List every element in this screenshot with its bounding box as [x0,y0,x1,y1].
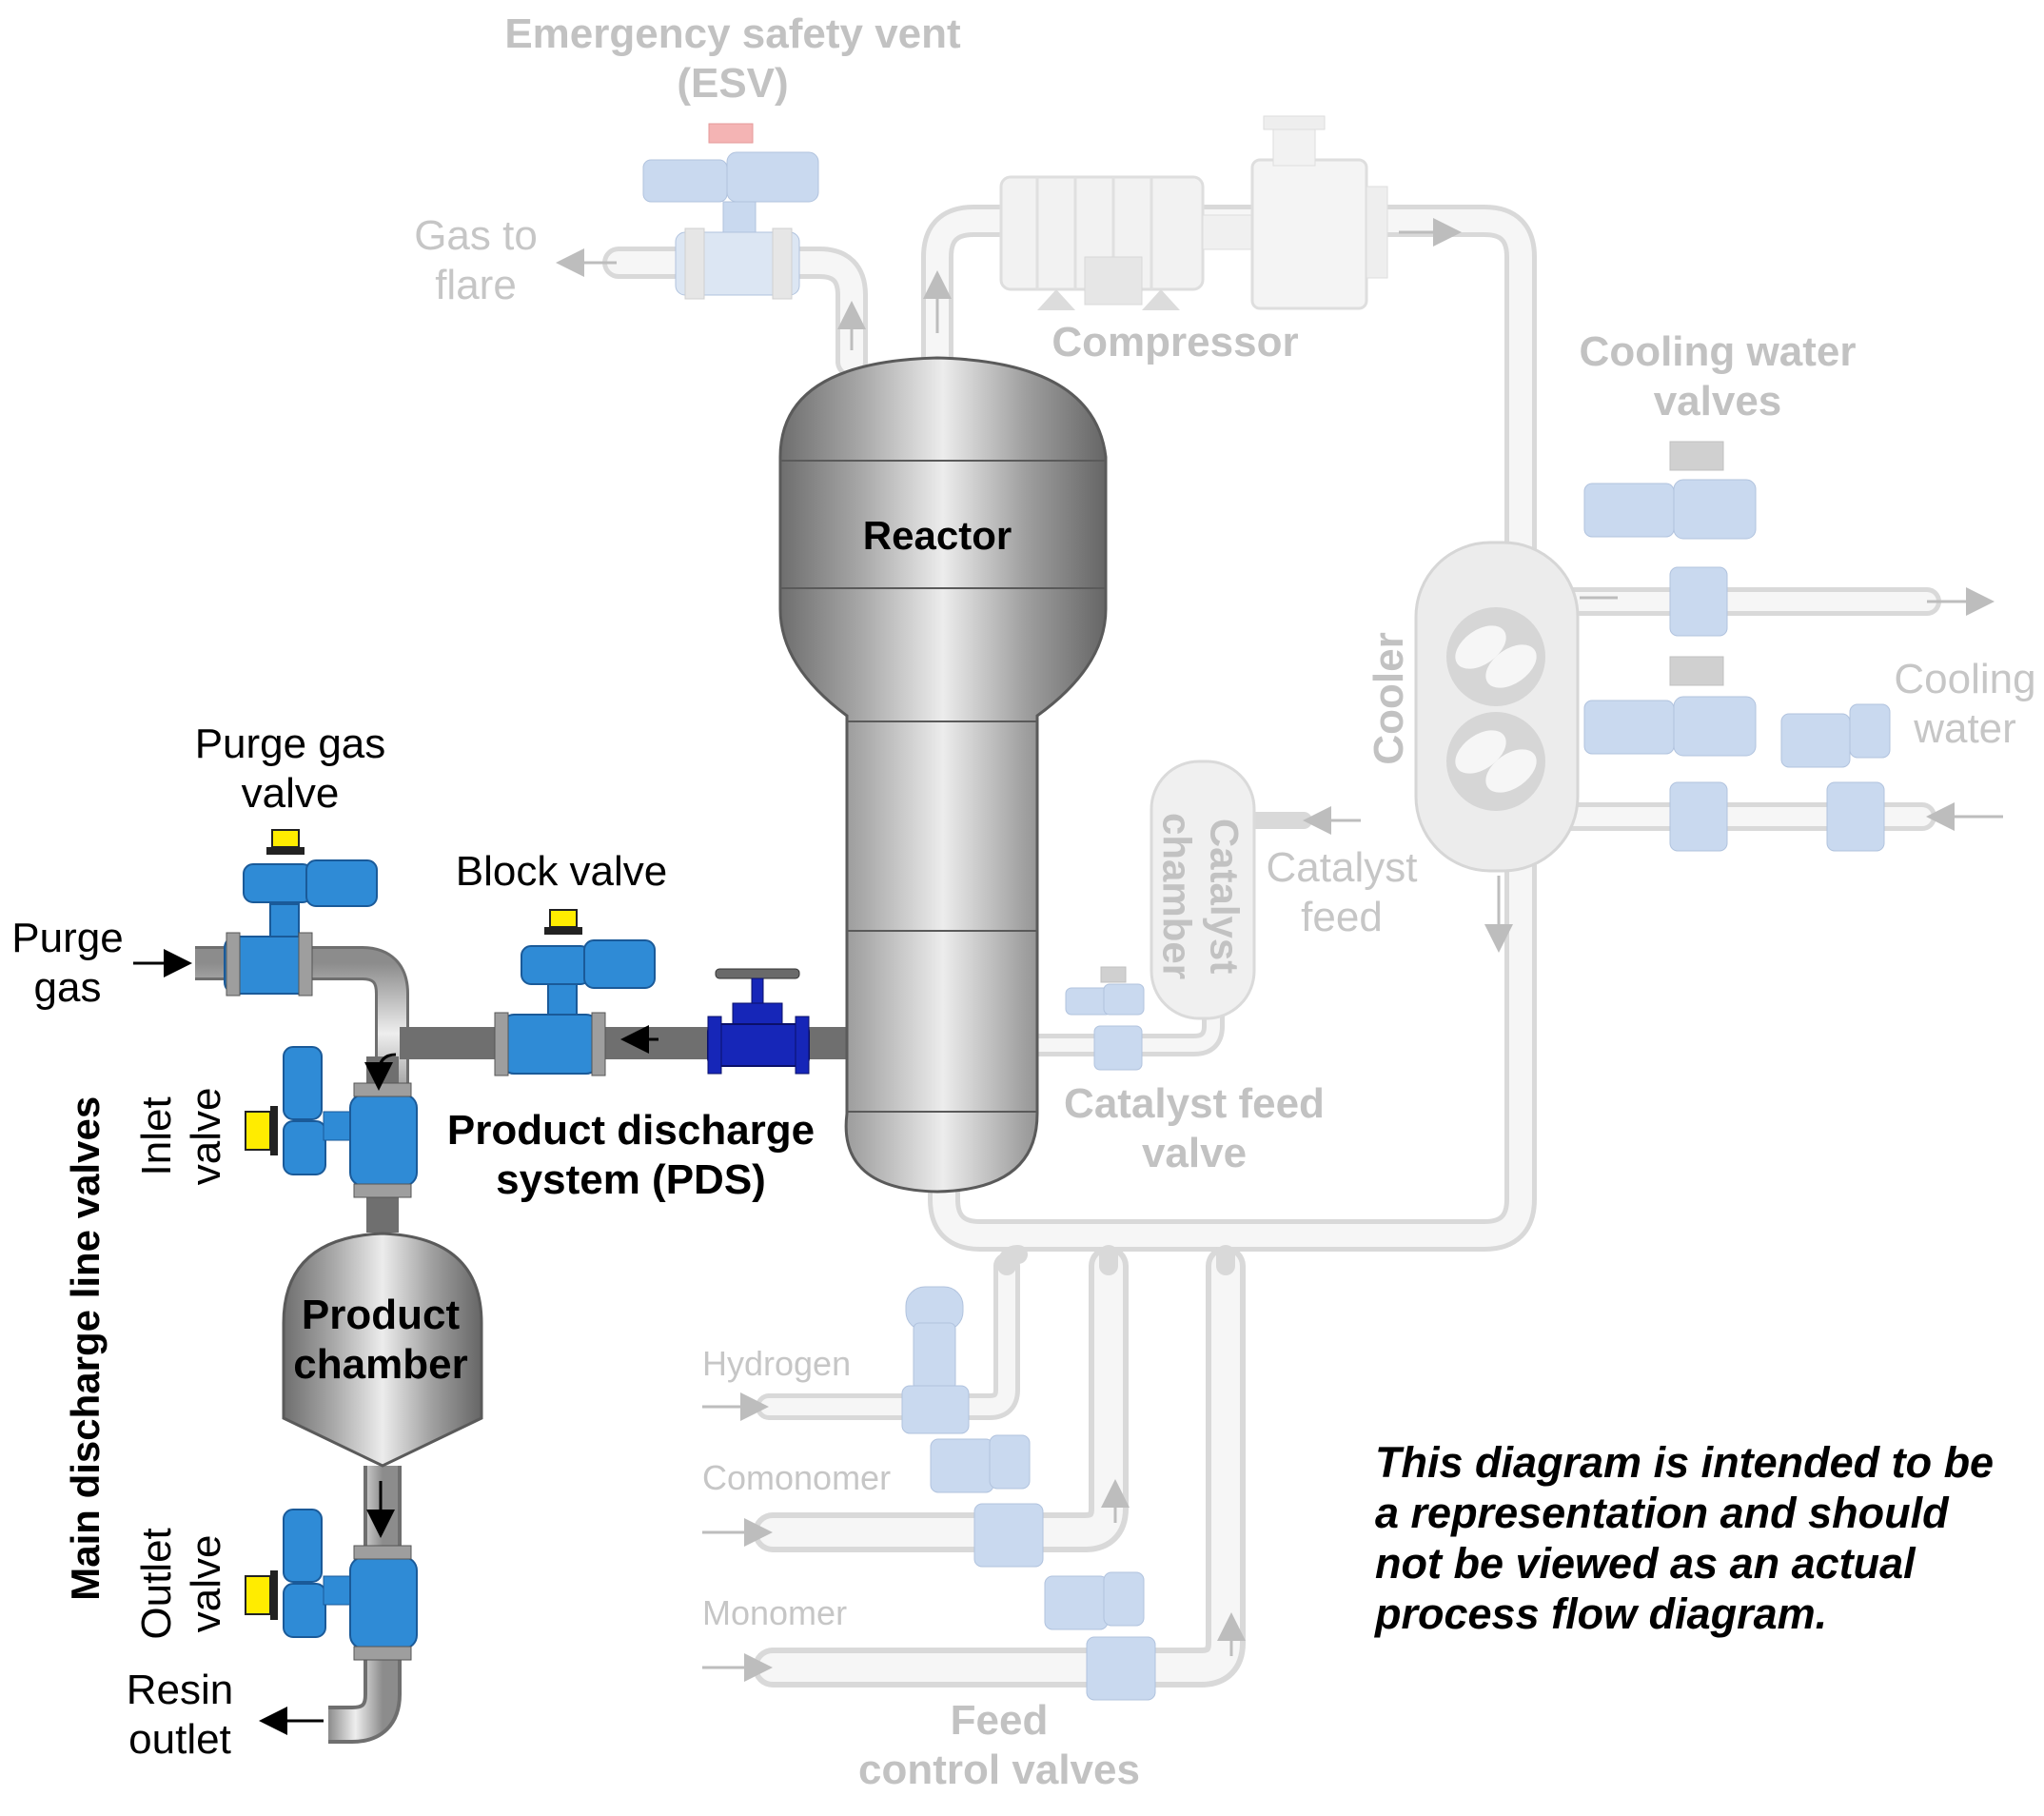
esv-label: Emergency safety vent (ESV) [481,10,985,109]
reactor [778,356,1108,1194]
feed-control-valves-label: Feed control valves [837,1696,1161,1795]
feed-control-valves-line1: Feed [950,1697,1049,1744]
purge-gas-line1: Purge [11,915,124,961]
outlet-valve[interactable] [245,1509,418,1661]
cooling-water-valves-line1: Cooling water [1579,328,1857,375]
purge-gas-label: Purge gas [0,914,135,1013]
cooler-label: Cooler [1366,632,1413,765]
catalyst-feed-valve-label: Catalyst feed valve [1037,1079,1351,1178]
disclaimer-note: This diagram is intended to be a represe… [1375,1437,2032,1639]
block-valve-label: Block valve [455,848,668,895]
purge-gas-line2: gas [33,963,102,1011]
catalyst-chamber [1150,760,1256,1020]
catalyst-chamber-line2: chamber [1155,813,1200,980]
comonomer-label: Comonomer [702,1458,892,1497]
inlet-valve-line1: Inlet [133,1096,181,1176]
feed-control-valves-line2: control valves [858,1746,1140,1793]
block-valve[interactable] [494,909,656,1076]
gas-to-flare-label: Gas to flare [385,211,566,310]
reactor-label: Reactor [862,513,1012,558]
cooling-water-line2: water [1914,704,2016,752]
catalyst-feed-line2: feed [1301,893,1383,940]
catalyst-chamber-line1: Catalyst [1202,818,1248,975]
cooling-water-line1: Cooling [1894,656,2036,702]
product-chamber-line2: chamber [293,1340,468,1388]
inlet-valve-label: Inlet valve [132,1075,231,1198]
resin-outlet-line2: outlet [128,1715,231,1763]
purge-gas-valve-line2: valve [241,769,340,817]
pds-label: Product discharge system (PDS) [426,1106,835,1205]
cooler [1414,541,1580,873]
product-chamber [282,1232,483,1468]
resin-outlet-label: Resin outlet [112,1666,247,1765]
gas-to-flare-line1: Gas to [414,212,538,259]
disclaimer-line3: not be viewed as an actual [1375,1539,1916,1589]
cooling-water-label: Cooling water [1884,655,2044,754]
monomer-label: Monomer [702,1593,848,1632]
cooling-water-valves-line2: valves [1653,377,1782,424]
catalyst-feed-valve-line2: valve [1141,1129,1248,1176]
purge-gas-valve-label: Purge gas valve [171,720,409,819]
esv-label-line1: Emergency safety vent [504,10,961,57]
faded-piping [602,205,1941,1688]
catalyst-chamber-label: Catalyst chamber [1153,754,1248,1039]
disclaimer-line2: a representation and should [1375,1489,1949,1538]
catalyst-feed-valve-line1: Catalyst feed [1064,1080,1325,1127]
catalyst-feed-line1: Catalyst [1266,844,1418,891]
feed-control-valves [901,1286,1156,1701]
catalyst-feed-valve [1065,966,1145,1071]
faded-flow-arrows [556,218,2003,1682]
disclaimer-line4: process flow diagram. [1375,1589,1828,1639]
gas-to-flare-line2: flare [435,261,517,308]
purge-gas-valve[interactable] [224,829,378,997]
purge-gas-valve-line1: Purge gas [194,720,386,767]
outlet-valve-label: Outlet valve [132,1512,231,1655]
compressor-label: Compressor [1051,319,1299,365]
product-chamber-line1: Product [301,1292,461,1338]
cooling-water-valves-label: Cooling water valves [1542,327,1894,426]
pds-line1: Product discharge [446,1107,816,1154]
resin-outlet-line1: Resin [126,1667,234,1713]
esv-label-line2: (ESV) [677,59,789,107]
inlet-valve-line2: valve [183,1087,229,1186]
pds-flow-arrows [133,949,658,1735]
pds-line2: system (PDS) [496,1155,766,1203]
outlet-valve-line2: valve [183,1534,229,1633]
catalyst-feed-label: Catalyst feed [1247,843,1437,942]
compressor [999,115,1388,310]
hydrogen-feed-pipe [756,1253,1020,1420]
emergency-safety-vent-valve [642,123,819,300]
reactor-gate-valve[interactable] [707,968,810,1075]
product-chamber-label: Product chamber [276,1291,485,1390]
cooling-water-valves [1583,441,1891,852]
main-discharge-label: Main discharge line valves [63,1096,108,1601]
hydrogen-label: Hydrogen [702,1344,852,1383]
disclaimer-line1: This diagram is intended to be [1375,1438,1995,1487]
outlet-valve-line1: Outlet [133,1528,181,1640]
